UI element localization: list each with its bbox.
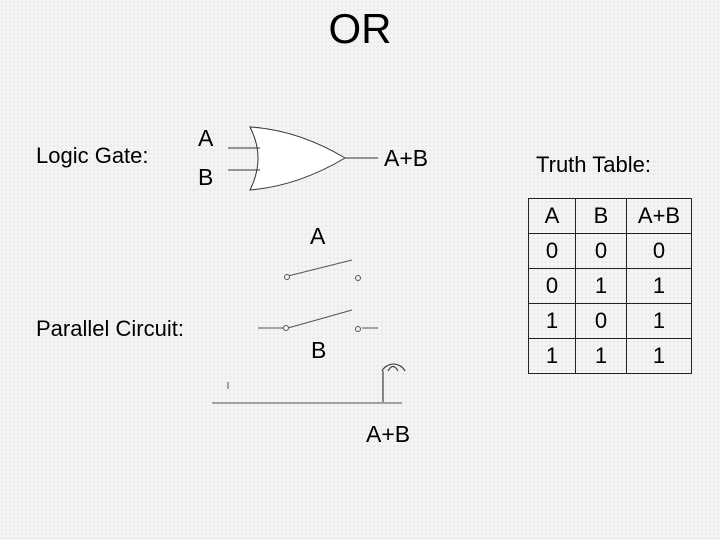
switch-b-contact-left — [283, 325, 289, 331]
table-cell: 1 — [528, 303, 576, 339]
circuit-output-label: A+B — [366, 421, 411, 447]
lamp-filament — [387, 365, 399, 372]
table-cell: 0 — [575, 233, 627, 269]
parallel-circuit-label: Parallel Circuit: — [36, 316, 184, 341]
switch-b — [258, 309, 378, 332]
switch-a-lever — [287, 259, 353, 277]
switch-b-contact-right — [355, 326, 361, 332]
or-gate — [228, 126, 378, 191]
table-cell: 1 — [575, 268, 627, 304]
header-cell-output: A+B — [626, 198, 692, 234]
header-cell-a: A — [528, 198, 576, 234]
table-cell: 1 — [626, 338, 692, 374]
page-title: OR — [328, 5, 392, 52]
gate-output-label: A+B — [384, 145, 429, 171]
table-cell: 1 — [626, 303, 692, 339]
or-gate-body — [249, 126, 346, 191]
lamp-bulb — [381, 363, 406, 372]
switch-a-contact-right — [355, 275, 361, 281]
switch-b-lever — [287, 309, 353, 329]
truth-table: A B A+B 0 0 0 0 1 1 1 0 1 1 1 1 — [528, 198, 692, 374]
table-row: 1 0 1 — [528, 303, 692, 339]
gate-input-b-label: B — [198, 164, 214, 190]
table-cell: 1 — [575, 338, 627, 374]
table-cell: 0 — [626, 233, 692, 269]
lamp — [381, 363, 406, 402]
switch-a-contact-left — [284, 274, 290, 280]
table-cell: 0 — [575, 303, 627, 339]
switch-b-label: B — [311, 337, 327, 363]
table-row: 1 1 1 — [528, 338, 692, 374]
truth-table-header-row: A B A+B — [528, 198, 692, 234]
switch-a — [284, 259, 361, 281]
gate-input-a-label: A — [198, 125, 214, 151]
switch-a-label: A — [310, 223, 326, 249]
table-row: 0 0 0 — [528, 233, 692, 269]
truth-table-label: Truth Table: — [536, 152, 651, 177]
logic-gate-label: Logic Gate: — [36, 143, 149, 168]
